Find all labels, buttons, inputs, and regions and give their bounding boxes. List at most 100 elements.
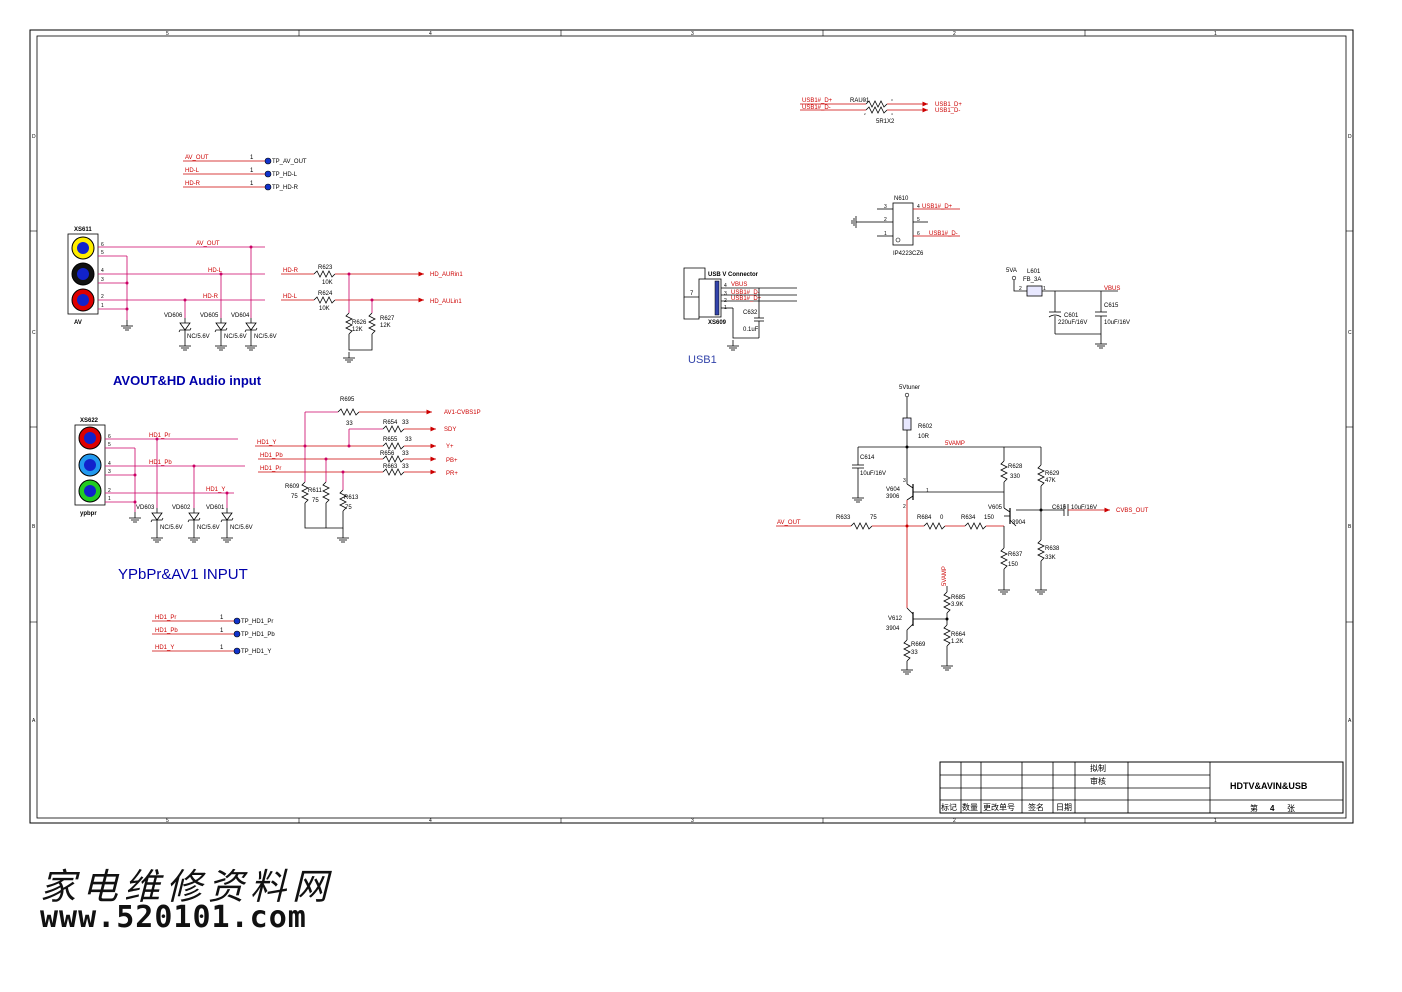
res-value: 33 bbox=[402, 464, 409, 470]
res-ref: R654 bbox=[383, 420, 398, 426]
diode-ref: VD606 bbox=[164, 313, 183, 319]
pin-number: 6 bbox=[101, 242, 104, 248]
diode-value: NC/5.6V bbox=[230, 525, 253, 531]
outer-border bbox=[29, 29, 1354, 824]
grid-row: B bbox=[1348, 524, 1352, 530]
pin-number: 1 bbox=[220, 645, 224, 651]
net-label: 5VAMP bbox=[942, 566, 948, 586]
pin-number: 1 bbox=[864, 98, 866, 102]
pin-number: 6 bbox=[917, 231, 920, 237]
net-label: SDY bbox=[444, 427, 456, 433]
cap-value: 10uF/16V bbox=[1071, 505, 1097, 511]
res-value: 10K bbox=[322, 280, 333, 286]
sheet-suffix: 张 bbox=[1287, 804, 1295, 813]
grid-ticks bbox=[30, 30, 1353, 823]
res-ref: R685 bbox=[951, 595, 966, 601]
audio-network: HD-R HD-L R623 10K R624 10K HD_AURin1 HD… bbox=[281, 265, 463, 363]
net-label: USB1_D- bbox=[935, 108, 960, 114]
diode-value: NC/5.6V bbox=[187, 334, 210, 340]
connector-xs611: XS611 AV 6 5 4 3 2 1 AV_OUT bbox=[67, 227, 265, 331]
testpoint-icon bbox=[233, 647, 241, 655]
res-value: 0 bbox=[940, 515, 944, 521]
sheet-prefix: 第 bbox=[1250, 803, 1258, 813]
cap-value: 10uF/16V bbox=[860, 471, 886, 477]
grid-col: 2 bbox=[953, 31, 956, 37]
cap-ref: C632 bbox=[743, 310, 758, 316]
grid-row: B bbox=[32, 524, 36, 530]
pin-number: 1 bbox=[220, 615, 224, 621]
diode-ref: VD604 bbox=[231, 313, 250, 319]
col-label: 数量 bbox=[962, 802, 978, 812]
res-value: 75 bbox=[345, 505, 352, 511]
res-value: 33 bbox=[405, 437, 412, 443]
net-label: HD1_Pr bbox=[260, 466, 281, 472]
net-label: HD-R bbox=[203, 294, 219, 300]
diode-value: NC/5.6V bbox=[254, 334, 277, 340]
net-label: AV_OUT bbox=[777, 520, 801, 526]
cap-ref: C614 bbox=[860, 455, 875, 461]
res-ref: R629 bbox=[1045, 471, 1060, 477]
cap-value: 10uF/16V bbox=[1104, 320, 1130, 326]
net-label: HD1_Y bbox=[206, 487, 225, 493]
power-filter: 5VA L601 FB_3A 2 1 VBUS C601 220uF/16V C… bbox=[1006, 268, 1130, 349]
pin-number: 1 bbox=[250, 155, 254, 161]
col-label: 更改单号 bbox=[983, 802, 1015, 812]
testpoint-icon bbox=[264, 157, 272, 165]
res-value: 330 bbox=[1010, 474, 1021, 480]
diodes-bot: VD603 VD602 VD601 NC/5.6V NC/5.6V NC/5.6… bbox=[136, 505, 253, 543]
video-buffer: 5Vtuner R602 10R 5VAMP C614 10uF/16V V60… bbox=[776, 385, 1149, 675]
testpoints-bot: HD1_Pr HD1_Pb HD1_Y 1 1 1 TP_HD1_Pr TP_H… bbox=[152, 615, 275, 655]
transistor-value: 3904 bbox=[1012, 520, 1026, 526]
pin-number: 5 bbox=[101, 250, 104, 256]
pin-number: 3 bbox=[891, 98, 893, 102]
res-value: 33 bbox=[402, 451, 409, 457]
res-value: 33 bbox=[402, 420, 409, 426]
res-ref: R627 bbox=[380, 316, 395, 322]
grid-col: 2 bbox=[953, 818, 956, 824]
res-ref: R637 bbox=[1008, 552, 1023, 558]
net-label: AV_OUT bbox=[185, 155, 209, 161]
pin-number: 2 bbox=[903, 504, 906, 510]
res-value: 33 bbox=[346, 421, 353, 427]
res-ref: R633 bbox=[836, 515, 851, 521]
grid-row: D bbox=[32, 134, 36, 140]
res-ref: RAU01 bbox=[850, 98, 870, 104]
grid-col: 5 bbox=[166, 818, 169, 824]
pin-number: 1 bbox=[250, 181, 254, 187]
rau01: USB1#_D+ USB1#_D- RAU01 USB1_D+ USB1_D- … bbox=[800, 98, 962, 125]
testpoint-label: TP_HD1_Pb bbox=[241, 632, 275, 638]
res-value: 47K bbox=[1045, 478, 1056, 484]
testpoints-top: AV_OUT HD-L HD-R 1 1 1 TP_AV_OUT TP_HD-L… bbox=[183, 155, 307, 191]
cap-value: 220uF/16V bbox=[1058, 320, 1087, 326]
diode-ref: VD602 bbox=[172, 505, 191, 511]
title-check: 审核 bbox=[1090, 776, 1106, 786]
pin-number: 1 bbox=[1043, 286, 1046, 292]
section-title: YPbPr&AV1 INPUT bbox=[118, 566, 248, 583]
net-label: PB+ bbox=[446, 458, 458, 464]
res-value: 10R bbox=[918, 434, 930, 440]
inductor-ref: L601 bbox=[1027, 269, 1041, 275]
transistor-value: 3906 bbox=[886, 494, 900, 500]
res-ref: R602 bbox=[918, 424, 933, 430]
pin-number: 1 bbox=[108, 496, 111, 502]
res-ref: R663 bbox=[383, 464, 398, 470]
col-label: 标记 bbox=[941, 802, 957, 812]
net-label: HD_AURin1 bbox=[430, 272, 463, 278]
pin-number: 3 bbox=[884, 204, 887, 210]
ref-label: XS611 bbox=[74, 227, 92, 233]
net-label: USB1#_D- bbox=[929, 231, 958, 237]
net-label: AV1-CVBS1P bbox=[444, 410, 481, 416]
pin-number: 2 bbox=[864, 112, 866, 116]
net-label: USB1_D+ bbox=[935, 102, 962, 108]
res-ref: R611 bbox=[308, 488, 323, 494]
pin-number: 1 bbox=[250, 168, 254, 174]
grid-row: A bbox=[1348, 718, 1352, 724]
pin-number: 5 bbox=[108, 442, 111, 448]
pin-number: 3 bbox=[101, 277, 104, 283]
power-src: 5VA bbox=[1006, 268, 1017, 274]
res-value: 150 bbox=[984, 515, 995, 521]
net-label: USB1#_D- bbox=[802, 105, 831, 111]
net-label: AV_OUT bbox=[196, 241, 220, 247]
testpoint-label: TP_HD-R bbox=[272, 185, 299, 191]
